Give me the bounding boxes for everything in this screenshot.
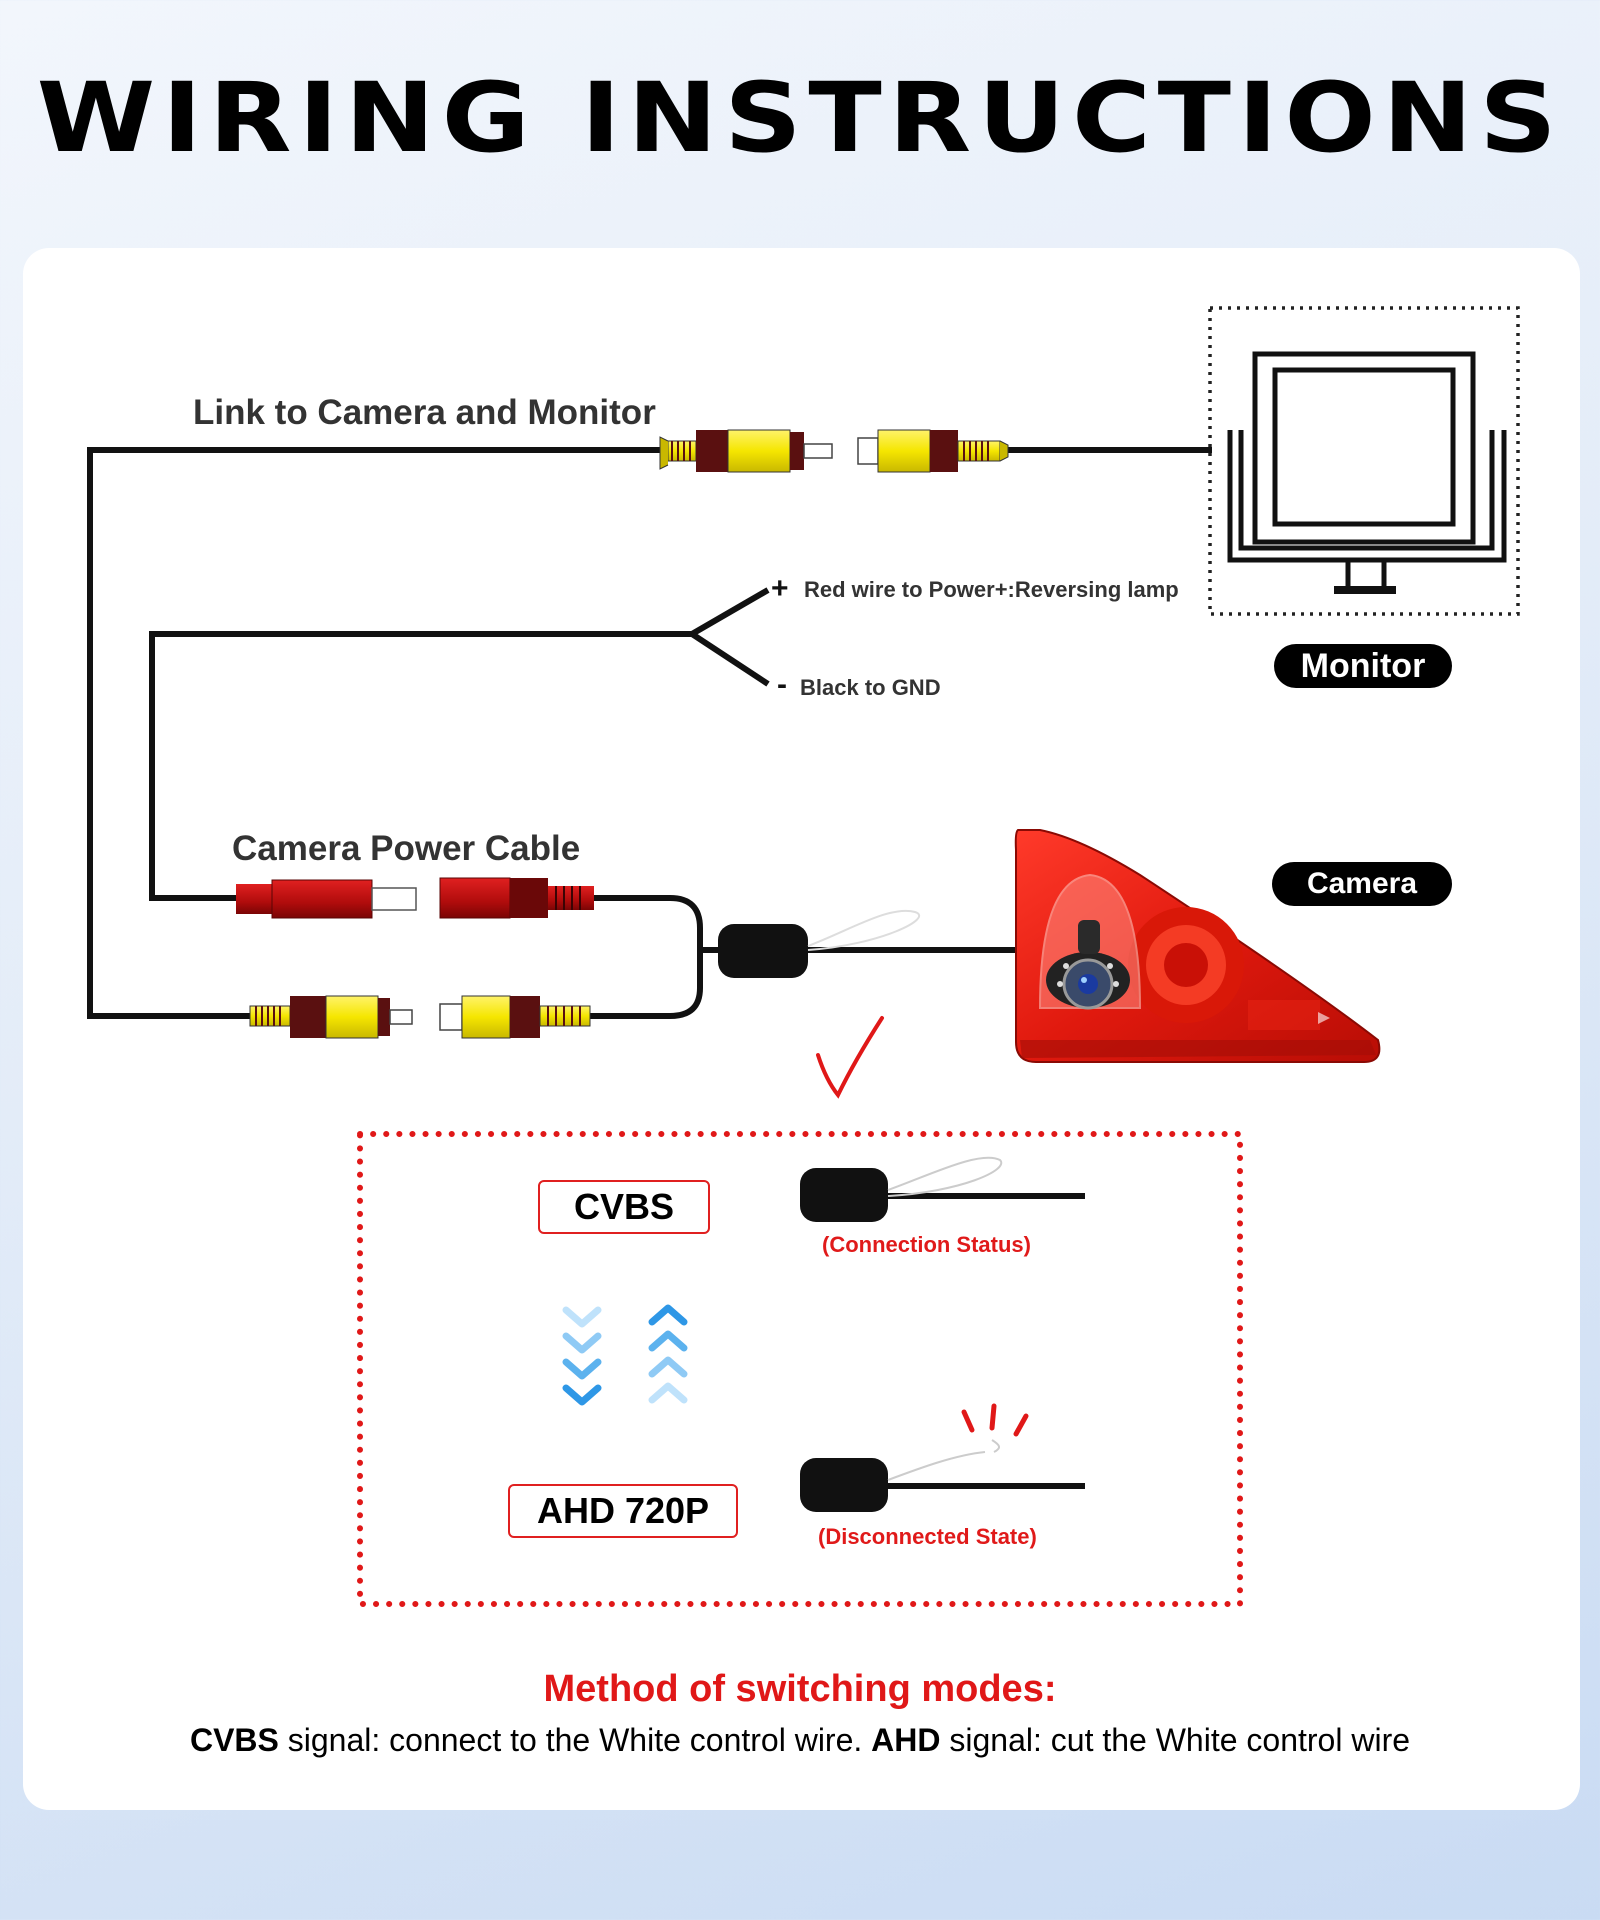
disconnected-module-icon xyxy=(800,1439,1085,1512)
label-power-cable: Camera Power Cable xyxy=(232,829,580,868)
method-description: CVBS signal: connect to the White contro… xyxy=(0,1722,1600,1759)
rca-plug-male-top xyxy=(659,429,833,473)
checkmark-icon xyxy=(816,1016,884,1099)
page-title: WIRING INSTRUCTIONS xyxy=(36,62,1564,174)
video-wire-outer xyxy=(87,447,668,1019)
power-connector-right xyxy=(439,877,594,919)
mode-switch-module xyxy=(718,909,921,978)
connection-status-label: (Connection Status) xyxy=(822,1232,1031,1257)
monitor-icon xyxy=(1208,306,1520,616)
ahd-mode-label: AHD 720P xyxy=(508,1484,738,1538)
mode-switch-box xyxy=(357,1131,1243,1607)
camera-icon xyxy=(1014,829,1381,1063)
label-red-wire: Red wire to Power+:Reversing lamp xyxy=(804,577,1179,602)
label-black-wire: Black to GND xyxy=(800,675,941,700)
cvbs-instruction: signal: connect to the White control wir… xyxy=(278,1722,872,1758)
power-wire xyxy=(149,587,770,901)
ahd-instruction: signal: cut the White control wire xyxy=(940,1722,1411,1758)
minus-sign: - xyxy=(777,668,787,701)
cut-mark-icon xyxy=(961,1403,1029,1437)
camera-badge: Camera xyxy=(1272,862,1452,906)
monitor-badge: Monitor xyxy=(1274,644,1452,688)
up-arrows-icon xyxy=(648,1304,688,1404)
power-connector-left xyxy=(236,879,417,919)
cvbs-keyword: CVBS xyxy=(189,1722,279,1758)
rca-plug-female-bottom xyxy=(439,995,591,1039)
cvbs-mode-label: CVBS xyxy=(538,1180,710,1234)
ahd-keyword: AHD xyxy=(871,1722,941,1758)
method-title: Method of switching modes: xyxy=(543,1668,1057,1710)
rca-plug-male-bottom xyxy=(249,995,413,1039)
connected-module-icon xyxy=(800,1156,1085,1222)
disconnected-state-label: (Disconnected State) xyxy=(818,1524,1037,1549)
down-arrows-icon xyxy=(562,1306,602,1406)
plus-sign: + xyxy=(771,572,789,605)
camera-y-cable xyxy=(590,895,1015,1019)
label-link: Link to Camera and Monitor xyxy=(193,393,656,432)
rca-plug-female-top xyxy=(857,429,1009,473)
